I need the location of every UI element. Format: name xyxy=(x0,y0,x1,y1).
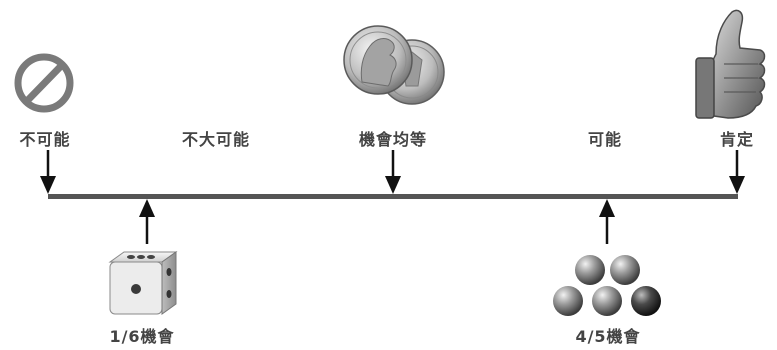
thumbs-up-icon xyxy=(695,9,766,119)
label-likely: 可能 xyxy=(587,130,623,149)
coin-icon xyxy=(343,25,445,105)
label-certain: 肯定 xyxy=(719,130,755,149)
arrow-dice xyxy=(139,199,155,244)
arrow-balls xyxy=(599,199,615,244)
label-unlikely: 不大可能 xyxy=(181,130,251,149)
arrow-even-chance xyxy=(385,150,401,194)
label-balls-chance: 4/5機會 xyxy=(575,327,641,346)
label-even-chance: 機會均等 xyxy=(358,130,428,149)
prohibited-icon xyxy=(14,53,74,113)
label-impossible: 不可能 xyxy=(19,130,71,149)
arrow-impossible xyxy=(40,150,56,194)
label-dice-chance: 1/6機會 xyxy=(109,327,175,346)
dice-icon xyxy=(108,251,178,315)
balls-icon xyxy=(553,255,661,316)
scale-line xyxy=(48,194,738,199)
arrow-certain xyxy=(729,150,745,194)
